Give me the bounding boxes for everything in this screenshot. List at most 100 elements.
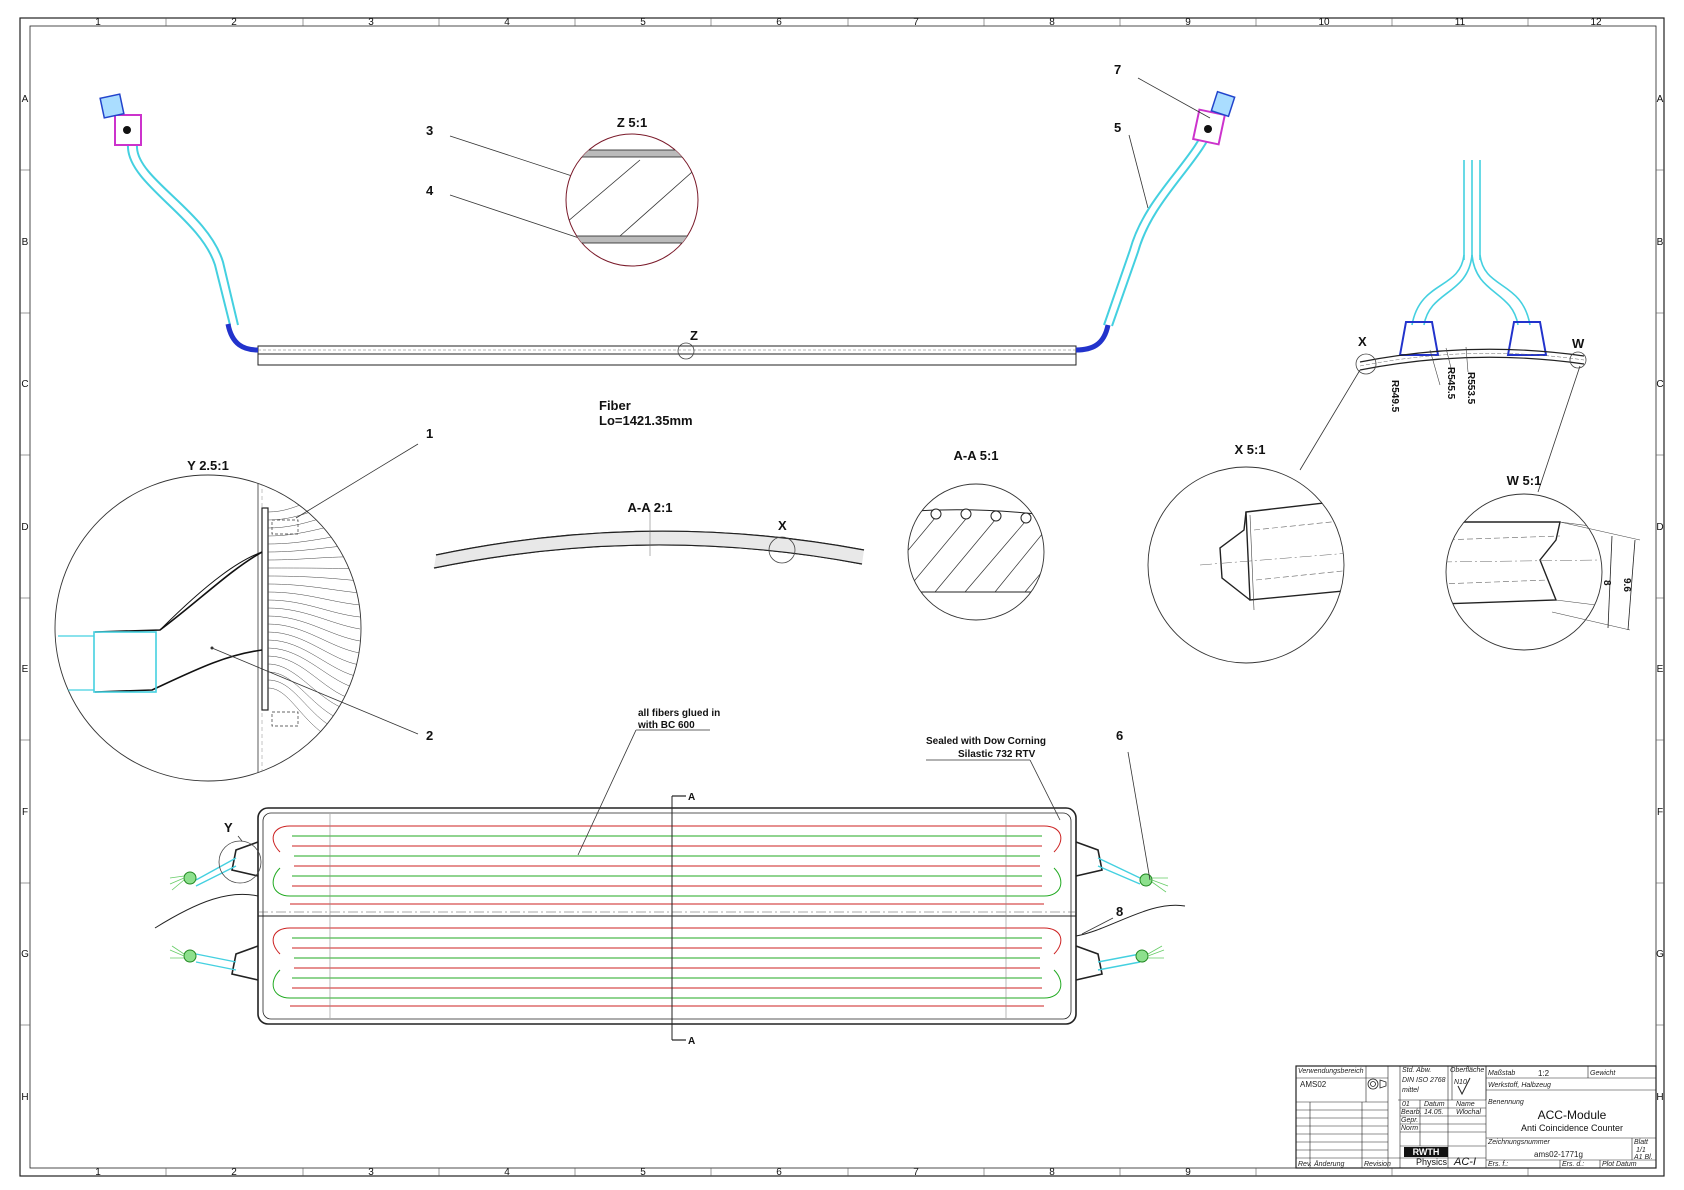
w-marker-label: W <box>1572 336 1585 351</box>
detail-y-circle <box>54 474 362 782</box>
tb-bearb-name: Wlochal <box>1456 1109 1481 1116</box>
tb-oberflaeche: Oberfläche <box>1450 1067 1484 1074</box>
tb-name-label: Name <box>1456 1101 1475 1108</box>
note-seal-2: Silastic 732 RTV <box>958 749 1036 760</box>
radius-r545-5: R545.5 <box>1445 367 1456 400</box>
sheet-outer-border <box>19 17 1665 1177</box>
grid-col-5: 5 <box>640 17 646 28</box>
grid-row-f-right: F <box>1657 807 1663 818</box>
grid-col-9: 9 <box>1185 17 1191 28</box>
tb-verwendung-value: AMS02 <box>1300 1080 1327 1089</box>
radius-r549-5: R549.5 <box>1389 380 1400 413</box>
right-cable-outer <box>1103 119 1209 326</box>
x-detail-marker <box>1355 353 1377 375</box>
section-aa: X A-A 2:1 <box>433 500 865 569</box>
detail-x: X 5:1 <box>1147 442 1345 664</box>
callout-6: 6 <box>1116 728 1123 743</box>
right-cable-bend <box>1075 324 1111 353</box>
grid-row-f: F <box>22 807 28 818</box>
tb-title-line2: Anti Coincidence Counter <box>1521 1123 1623 1133</box>
grid-ticks <box>20 18 1664 1176</box>
tb-blatt-label: Blatt <box>1634 1139 1649 1146</box>
tb-n10: N10 <box>1454 1079 1467 1086</box>
detail-w-title: W 5:1 <box>1507 473 1542 488</box>
tb-drawing-number: ams02-1771g <box>1534 1150 1583 1159</box>
callout-4: 4 <box>426 183 434 198</box>
grid-row-b-right: B <box>1657 237 1664 248</box>
grid-col-5-bottom: 5 <box>640 1167 646 1178</box>
grid-col-1: 1 <box>95 17 101 28</box>
callout-3: 3 <box>426 123 433 138</box>
right-side-connectors <box>1075 841 1186 981</box>
tb-gewicht-label: Gewicht <box>1590 1070 1616 1077</box>
grid-col-7-bottom: 7 <box>913 1167 919 1178</box>
grid-col-6-bottom: 6 <box>776 1167 782 1178</box>
detail-y: Y 2.5:1 <box>54 458 362 782</box>
tb-rev-label: Rev. <box>1298 1161 1312 1168</box>
tb-werkstoff-label: Werkstoff, Halbzeug <box>1488 1082 1551 1089</box>
z-detail-marker <box>677 342 695 360</box>
tb-plot-datum: Plot Datum <box>1602 1161 1637 1168</box>
top-view: Z <box>99 90 1236 366</box>
grid-col-11: 11 <box>1455 17 1466 28</box>
left-side-connectors <box>154 840 262 981</box>
tb-verwendung-label: Verwendungsbereich <box>1298 1068 1364 1075</box>
tb-ers-durch: Ers. d.: <box>1562 1161 1584 1168</box>
right-cable-inner <box>1111 121 1217 327</box>
detail-w-circle <box>1445 493 1603 651</box>
right-connector-pin <box>1204 125 1212 133</box>
tb-blatt-value: 1/1 <box>1636 1147 1646 1154</box>
callout-2: 2 <box>426 728 433 743</box>
fiber-length: Lo=1421.35mm <box>599 413 693 428</box>
left-connector-pin <box>123 126 131 134</box>
note-glue-2: with BC 600 <box>637 720 695 731</box>
dimension-9-6: 9.6 <box>1621 578 1632 592</box>
detail-z-circle <box>565 133 699 267</box>
fiber-label: Fiber <box>599 398 631 413</box>
left-cable-bend <box>225 323 259 353</box>
grid-row-h: H <box>21 1092 28 1103</box>
grid-col-12: 12 <box>1590 17 1602 28</box>
grid-row-g: G <box>21 949 29 960</box>
callouts-bottom <box>577 729 1151 935</box>
grid-row-d-right: D <box>1656 522 1663 533</box>
section-aa-title: A-A 2:1 <box>627 500 672 515</box>
sheet-inner-border <box>29 25 1657 1169</box>
grid-row-g-right: G <box>1656 949 1664 960</box>
module-grooves <box>329 796 1007 1040</box>
detail-aa-circle <box>907 483 1045 621</box>
fiber-bundle-upper <box>272 825 1062 905</box>
grid-col-2-bottom: 2 <box>231 1167 237 1178</box>
tb-revision-label: Revision <box>1364 1161 1391 1168</box>
callout-1: 1 <box>426 426 433 441</box>
grid-row-a: A <box>22 94 29 105</box>
tb-mittel: mittel <box>1402 1087 1419 1094</box>
tb-bearb-label: Bearb. <box>1401 1109 1422 1116</box>
grid-row-h-right: H <box>1656 1092 1663 1103</box>
module-plan-view: A A <box>154 792 1186 1047</box>
z-marker-label: Z <box>690 328 698 343</box>
callouts-y <box>211 443 419 735</box>
detail-y-title: Y 2.5:1 <box>187 458 229 473</box>
tb-blatt-size: A1 Bl. <box>1633 1154 1653 1161</box>
section-mark-a-top: A <box>688 792 695 803</box>
radius-r553-5: R553.5 <box>1465 372 1476 405</box>
grid-col-6: 6 <box>776 17 782 28</box>
tb-year: 01 <box>1402 1101 1410 1108</box>
tb-title-line1: ACC-Module <box>1538 1108 1607 1122</box>
tb-benennung-label: Benennung <box>1488 1099 1524 1106</box>
tb-massstab-value: 1:2 <box>1538 1069 1550 1078</box>
tb-massstab-label: Maßstab <box>1488 1070 1515 1077</box>
grid-row-c: C <box>21 379 28 390</box>
grid-row-e-right: E <box>1657 664 1664 675</box>
grid-col-9-bottom: 9 <box>1185 1167 1191 1178</box>
detail-aa-title: A-A 5:1 <box>953 448 998 463</box>
curved-panel-inner <box>1359 356 1585 371</box>
grid-row-e: E <box>22 664 29 675</box>
grid-row-b: B <box>22 237 29 248</box>
tb-norm-label: Norm <box>1401 1125 1418 1132</box>
grid-col-4-bottom: 4 <box>504 1167 510 1178</box>
callout-5: 5 <box>1114 120 1121 135</box>
grid-col-7: 7 <box>913 17 919 28</box>
